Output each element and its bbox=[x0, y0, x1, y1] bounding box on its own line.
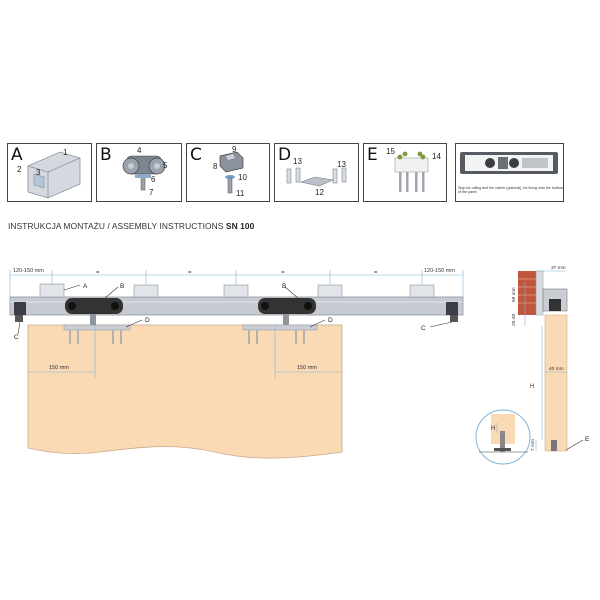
part-number: 14 bbox=[432, 152, 441, 161]
dim-equal: = bbox=[374, 270, 378, 276]
top-dimension-line bbox=[9, 270, 464, 300]
dim-equal: = bbox=[188, 270, 192, 276]
part-number: 1 bbox=[63, 148, 68, 157]
screws-plate-icon bbox=[286, 167, 347, 187]
dim-c-side: 40 mm bbox=[549, 366, 564, 372]
callout-d: D bbox=[328, 317, 333, 324]
part-number: 15 bbox=[386, 147, 395, 156]
callout-b: B bbox=[120, 283, 124, 290]
panel-letter: E bbox=[367, 145, 378, 165]
title-text: INSTRUKCJA MONTAŻU / ASSEMBLY INSTRUCTIO… bbox=[8, 221, 224, 231]
panel-letter: A bbox=[11, 145, 23, 165]
dim-side-right: 120-150 mm bbox=[424, 268, 455, 274]
part-number: 13 bbox=[293, 157, 302, 166]
panel-letter: C bbox=[190, 145, 202, 165]
part-number: 5 bbox=[163, 161, 168, 170]
part-number: 4 bbox=[137, 146, 142, 155]
callout-d: D bbox=[145, 317, 150, 324]
dim-equal: = bbox=[96, 270, 100, 276]
dim-a-side: 69 mm bbox=[511, 287, 517, 302]
carrier-right bbox=[258, 298, 316, 325]
callout-c: C bbox=[421, 325, 426, 332]
end-stop-right bbox=[446, 302, 458, 315]
dim-b-side: 25-30 bbox=[511, 313, 517, 326]
panel-e: E 15 14 bbox=[363, 143, 447, 202]
wall-brackets bbox=[39, 283, 435, 298]
detail-h: H bbox=[491, 426, 495, 432]
part-number: 9 bbox=[232, 145, 237, 154]
part-number: 8 bbox=[213, 162, 218, 171]
part-number: 11 bbox=[236, 189, 245, 198]
carrier-wheel-icon bbox=[122, 155, 166, 191]
door-panel bbox=[27, 324, 343, 459]
part-number: 12 bbox=[315, 188, 324, 197]
mounting-plates bbox=[63, 324, 318, 331]
bracket-icon bbox=[219, 151, 244, 194]
fixing-screws bbox=[69, 330, 305, 344]
panel-b: B 4 5 6 7 bbox=[96, 143, 182, 202]
rail-profile-icon bbox=[27, 151, 81, 199]
detail-circle bbox=[475, 409, 531, 465]
panel-d: D 13 13 12 bbox=[274, 143, 359, 202]
end-stop-left bbox=[14, 302, 26, 315]
part-number: 10 bbox=[238, 173, 247, 182]
callout-leaders bbox=[17, 284, 453, 335]
door-stop-photo-icon bbox=[460, 152, 558, 174]
panel-stop-photo: Stop for rolling and the carrier (option… bbox=[455, 143, 564, 202]
panel-c: C 9 8 10 11 bbox=[186, 143, 270, 202]
part-number: 13 bbox=[337, 160, 346, 169]
side-section bbox=[518, 270, 584, 452]
callout-c: C bbox=[14, 334, 19, 341]
dim-inset-right: 150 mm bbox=[297, 365, 317, 371]
stopper-screws-icon bbox=[394, 151, 429, 192]
dim-side-left: 120-150 mm bbox=[13, 268, 44, 274]
dim-inset-left: 150 mm bbox=[49, 365, 69, 371]
dim-equal: = bbox=[281, 270, 285, 276]
panel-a: A 1 2 3 bbox=[7, 143, 92, 202]
stop-note: Stop for rolling and the carrier (option… bbox=[458, 186, 563, 195]
assembly-title: INSTRUKCJA MONTAŻU / ASSEMBLY INSTRUCTIO… bbox=[8, 221, 254, 231]
part-number: 7 bbox=[149, 188, 154, 197]
dim-top-side: 37 mm bbox=[551, 265, 566, 271]
panel-letter: D bbox=[278, 145, 292, 165]
inset-dimension-lines bbox=[28, 325, 342, 378]
panel-letter: B bbox=[100, 145, 112, 165]
callout-a: A bbox=[83, 283, 88, 290]
model-name: SN 100 bbox=[225, 221, 255, 231]
dim-f-side: 7 mm bbox=[530, 439, 536, 451]
part-number: 3 bbox=[36, 168, 41, 177]
carrier-left bbox=[65, 298, 123, 325]
callout-b: B bbox=[282, 283, 286, 290]
part-number: 6 bbox=[151, 175, 156, 184]
part-number: 2 bbox=[17, 165, 22, 174]
dim-h-side: H bbox=[530, 384, 534, 390]
callout-e: E bbox=[585, 436, 590, 443]
